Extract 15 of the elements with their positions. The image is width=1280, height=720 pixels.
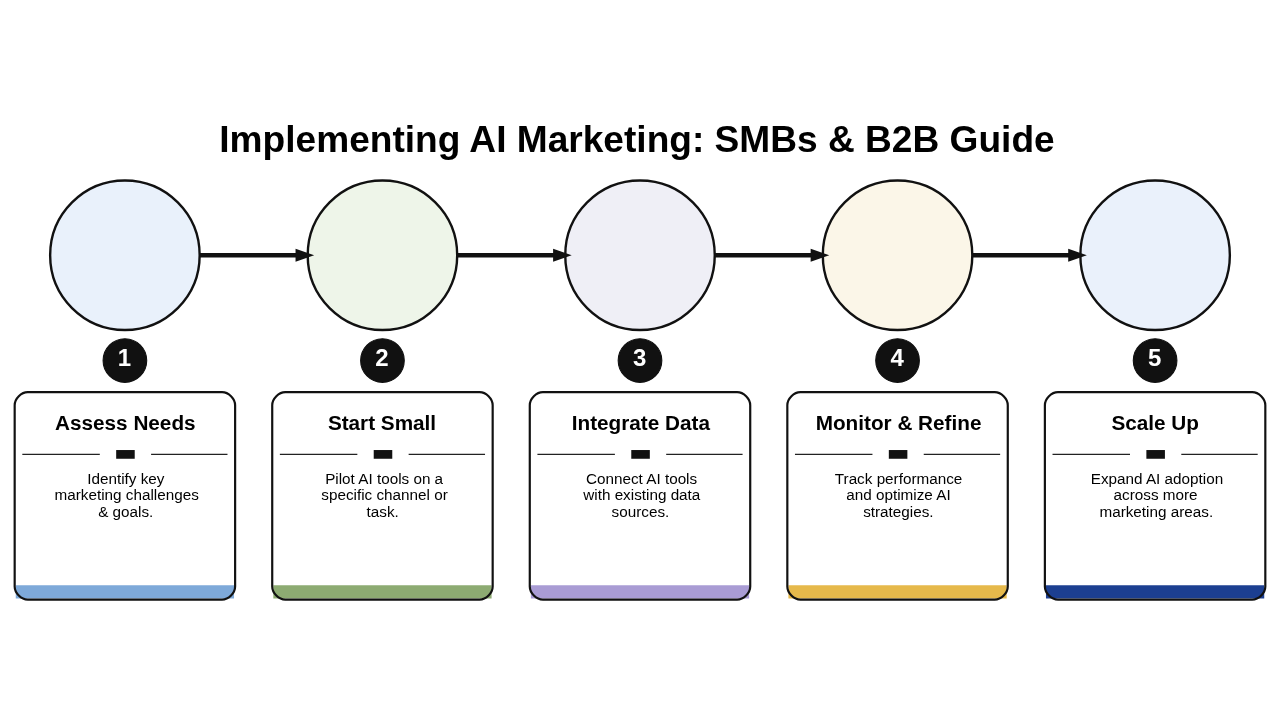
node-circle <box>306 179 459 332</box>
arrow <box>457 248 572 262</box>
node-circle <box>564 179 716 332</box>
arrow <box>714 248 830 262</box>
diagram-title: Implementing AI Marketing: SMBs & B2B Guide <box>219 118 1055 161</box>
node-circle <box>48 179 201 332</box>
node-circle: 5 <box>1132 338 1178 383</box>
node-circle: 1 <box>102 338 148 383</box>
arrow <box>199 248 315 262</box>
node-circle: 4 <box>875 338 920 383</box>
arrow <box>972 248 1087 262</box>
node-circle: 2 <box>360 338 405 383</box>
node-circle <box>1079 179 1232 332</box>
node-circle: 3 <box>617 338 663 383</box>
node-circle <box>821 179 974 332</box>
